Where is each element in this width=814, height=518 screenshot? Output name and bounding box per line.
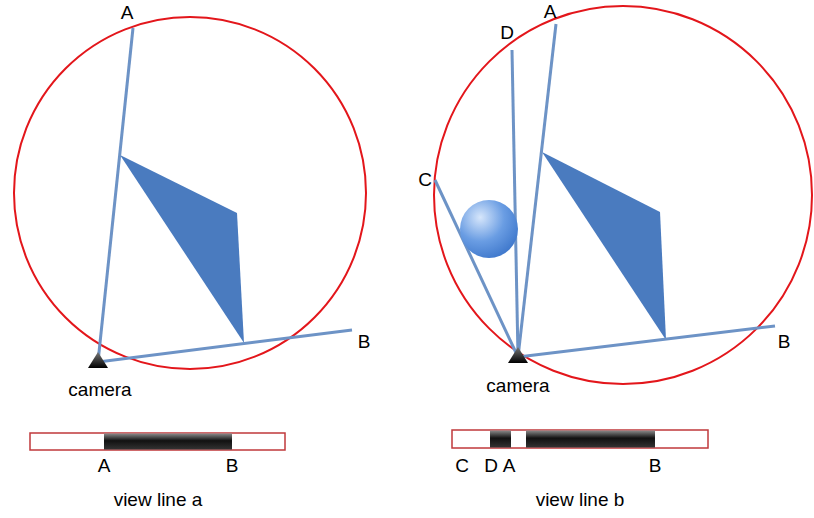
- text-label: B: [358, 332, 371, 353]
- text-label: A: [503, 456, 516, 477]
- text-label: camera: [68, 380, 131, 401]
- sphere-occluder: [460, 200, 518, 258]
- camera-symbol: [508, 347, 528, 363]
- occluder-shape: [542, 152, 666, 340]
- text-label: D: [500, 23, 514, 44]
- visible-segment: [490, 431, 511, 448]
- left-scene: [14, 17, 366, 450]
- visible-segment: [104, 434, 232, 450]
- view-ray: [98, 28, 133, 362]
- text-label: B: [649, 456, 662, 477]
- view-ray: [518, 24, 556, 357]
- text-label: D: [484, 456, 498, 477]
- text-label: C: [418, 170, 432, 191]
- view-ray: [518, 326, 775, 357]
- view-ray: [435, 180, 518, 357]
- text-label: camera: [486, 376, 549, 397]
- text-label: B: [226, 456, 239, 477]
- text-label: A: [121, 3, 134, 24]
- right-scene: [434, 6, 812, 448]
- view-circle: [434, 6, 812, 384]
- view-ray: [98, 330, 352, 362]
- view-circle: [14, 17, 366, 369]
- text-label: B: [778, 332, 791, 353]
- view-ray: [512, 50, 518, 357]
- view-line-bar: [30, 433, 285, 450]
- occluder-shape: [120, 155, 244, 343]
- view-line-bar: [452, 430, 708, 448]
- text-label: A: [98, 456, 111, 477]
- camera-symbol: [88, 352, 108, 368]
- text-label: view line b: [536, 490, 625, 511]
- text-label: view line a: [114, 490, 203, 511]
- visible-segment: [526, 431, 655, 448]
- text-label: A: [544, 2, 557, 23]
- text-label: C: [455, 456, 469, 477]
